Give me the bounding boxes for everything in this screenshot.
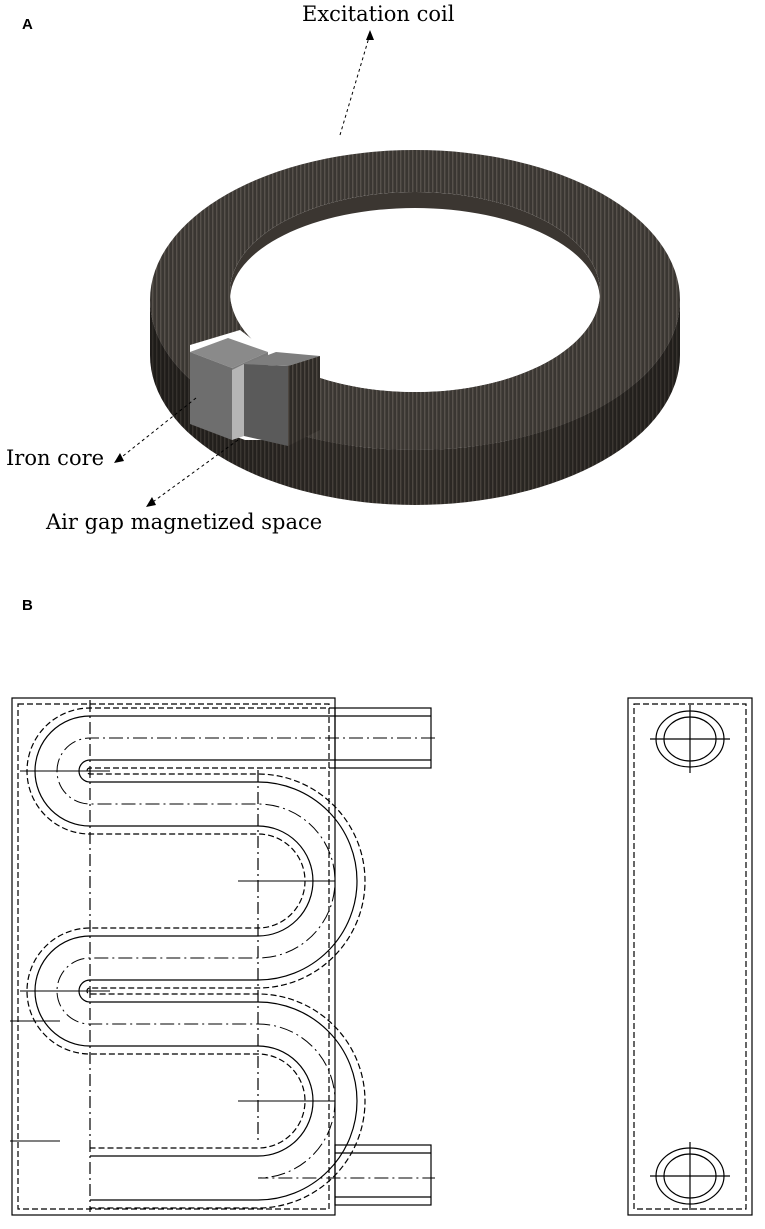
coil-inner-hole — [230, 192, 600, 392]
outlet-pipe — [334, 1144, 432, 1206]
inlet-pipe — [334, 707, 432, 769]
air-gap-arrow — [149, 439, 239, 505]
air-gap-region — [232, 364, 244, 440]
coil-inner-wall — [230, 192, 600, 300]
coil-outer-wall — [150, 300, 680, 505]
panel-label-b: B — [22, 597, 33, 614]
panel-label-a: A — [22, 16, 33, 33]
iron-core-label: Iron core — [6, 446, 105, 470]
excitation-coil-label: Excitation coil — [302, 2, 455, 26]
iron-core-arrow — [117, 397, 197, 461]
iron-core-block-right — [244, 352, 320, 446]
port-bottom — [650, 1142, 730, 1210]
port-top — [650, 705, 730, 773]
toroid-coil-diagram — [114, 30, 680, 507]
serpentine-channel — [26, 707, 435, 1209]
plate-outline — [11, 697, 336, 1216]
excitation-coil-arrow — [339, 33, 371, 136]
side-view — [627, 697, 753, 1216]
air-gap-label: Air gap magnetized space — [46, 510, 323, 534]
